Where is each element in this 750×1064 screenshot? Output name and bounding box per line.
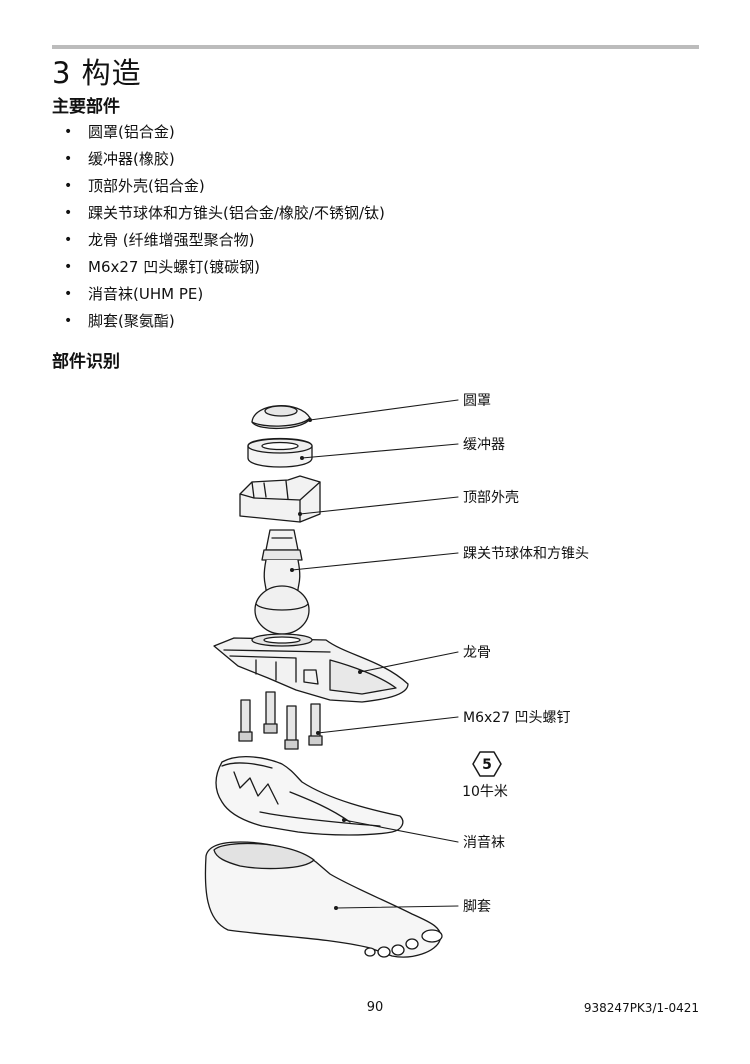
screws-part — [238, 691, 323, 750]
list-item: • M6x27 凹头螺钉(镀碳钢) — [62, 254, 385, 281]
label-keel: 龙骨 — [463, 645, 491, 661]
list-item-text: M6x27 凹头螺钉(镀碳钢) — [88, 258, 260, 276]
keel-part — [213, 633, 409, 703]
list-item-text: 踝关节球体和方锥头(铝合金/橡胶/不锈钢/钛) — [88, 204, 385, 222]
label-screws: M6x27 凹头螺钉 — [463, 710, 571, 726]
label-top-housing: 顶部外壳 — [463, 489, 519, 506]
torque-unit: 10牛米 — [462, 784, 508, 800]
page-title: 3 构造 — [52, 56, 142, 90]
list-item: • 顶部外壳(铝合金) — [62, 173, 385, 200]
list-item-text: 圆罩(铝合金) — [88, 123, 175, 141]
list-item-text: 消音袜(UHM PE) — [88, 285, 204, 303]
list-item-text: 脚套(聚氨酯) — [88, 312, 175, 330]
dome-part — [251, 405, 311, 430]
ankle-ball-pyramid-part — [254, 529, 310, 635]
top-rule — [52, 45, 699, 49]
part-identification-heading: 部件识别 — [52, 352, 120, 372]
list-item: • 缓冲器(橡胶) — [62, 146, 385, 173]
parts-list: • 圆罩(铝合金) • 缓冲器(橡胶) • 顶部外壳(铝合金) • 踝关节球体和方锥头(… — [62, 119, 385, 335]
bullet: • — [64, 313, 73, 329]
bullet: • — [64, 178, 73, 194]
label-sock: 消音袜 — [463, 834, 505, 851]
list-item: • 踝关节球体和方锥头(铝合金/橡胶/不锈钢/钛) — [62, 200, 385, 227]
main-components-heading: 主要部件 — [52, 97, 120, 117]
leader-dots — [290, 418, 362, 910]
bumper-part — [247, 437, 313, 468]
list-item: • 脚套(聚氨酯) — [62, 308, 385, 335]
bullet: • — [64, 286, 73, 302]
bullet: • — [64, 151, 73, 167]
page-number: 90 — [366, 1000, 384, 1015]
list-item-text: 缓冲器(橡胶) — [88, 150, 175, 168]
label-foot-shell: 脚套 — [463, 899, 491, 915]
list-item: • 圆罩(铝合金) — [62, 119, 385, 146]
list-item-text: 龙骨 (纤维增强型聚合物) — [88, 231, 255, 249]
label-ankle: 踝关节球体和方锥头 — [463, 546, 589, 562]
bullet: • — [64, 259, 73, 275]
list-item: • 龙骨 (纤维增强型聚合物) — [62, 227, 385, 254]
foot-shell-part — [204, 841, 443, 958]
bullet: • — [64, 205, 73, 221]
sock-part — [215, 756, 404, 836]
list-item: • 消音袜(UHM PE) — [62, 281, 385, 308]
list-item-text: 顶部外壳(铝合金) — [88, 177, 205, 195]
top-housing-part — [239, 475, 321, 523]
bullet: • — [64, 124, 73, 140]
leader-lines — [291, 399, 459, 909]
hex-key-icon — [472, 751, 502, 777]
bullet: • — [64, 232, 73, 248]
label-dome: 圆罩 — [463, 393, 491, 409]
torque-value: 5 — [482, 757, 492, 773]
document-code: 938247PK3/1-0421 — [583, 1001, 699, 1015]
label-bumper: 缓冲器 — [463, 437, 505, 453]
exploded-view-diagram: 圆罩 缓冲器 顶部外壳 踝关节球体和方锥头 龙骨 M6x27 凹头螺钉 消音袜 … — [204, 393, 589, 958]
